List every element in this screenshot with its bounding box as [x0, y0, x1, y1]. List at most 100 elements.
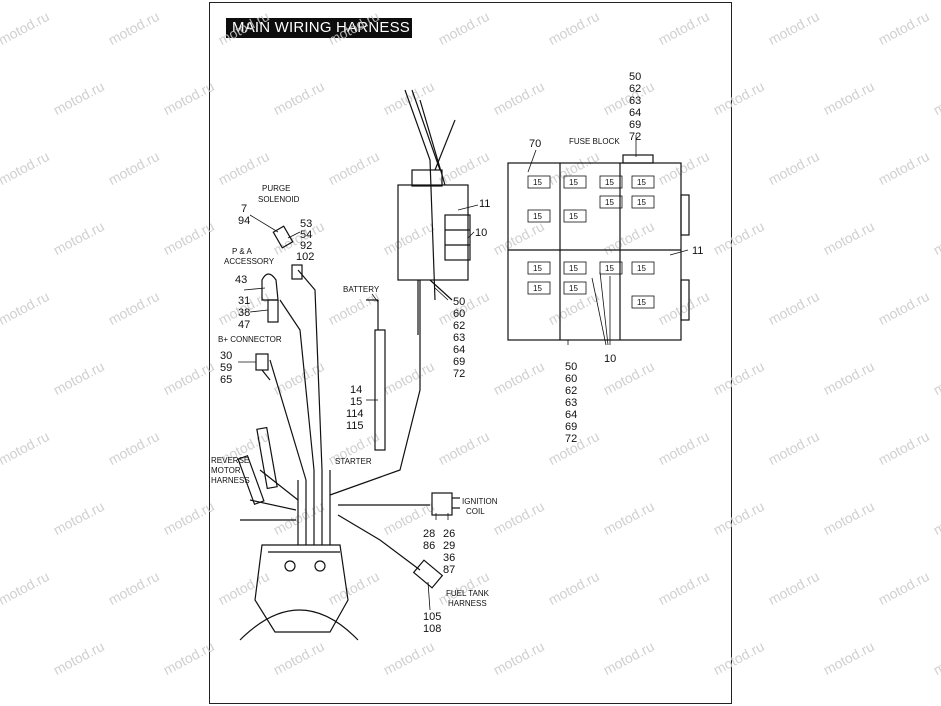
callout-31: 31: [238, 295, 250, 307]
callout-53: 53: [300, 218, 312, 230]
fuel-tank-label-2: HARNESS: [448, 599, 487, 608]
callout-59: 59: [220, 362, 232, 374]
callout-43: 43: [235, 274, 247, 286]
callout-relay-60: 60: [453, 308, 465, 320]
callout-36: 36: [443, 552, 455, 564]
pa-accessory-label-1: P & A: [232, 247, 253, 256]
fuse-slot: [527, 261, 551, 275]
fuse-slot: [631, 175, 655, 189]
callout-fuse-62: 62: [629, 83, 641, 95]
callout-bottom-60: 60: [565, 373, 577, 385]
fuse-slot: [527, 175, 551, 189]
diagram-frame: [209, 2, 732, 704]
callout-relay-62: 62: [453, 320, 465, 332]
fuel-tank-label-1: FUEL TANK: [446, 589, 490, 598]
callout-114: 114: [346, 408, 364, 420]
callout-bottom-50: 50: [565, 361, 577, 373]
fuse-rating: 15: [637, 298, 646, 307]
callout-fuse-63: 63: [629, 95, 641, 107]
diagram-title: MAIN WIRING HARNESS: [226, 18, 412, 38]
battery-label: BATTERY: [343, 285, 380, 294]
fuse-rating: 15: [637, 198, 646, 207]
fuse-slot: [599, 195, 623, 209]
callout-bottom-69: 69: [565, 421, 577, 433]
purge-solenoid-label-2: SOLENOID: [258, 195, 300, 204]
fuse-rating: 15: [533, 284, 542, 293]
reverse-motor-label-1: REVERSE: [211, 456, 249, 465]
reverse-motor-label-2: MOTOR: [211, 466, 241, 475]
callout-65: 65: [220, 374, 232, 386]
callout-86: 86: [423, 540, 435, 552]
b-connector-label: B+ CONNECTOR: [218, 335, 282, 344]
fuse-rating: 15: [533, 178, 542, 187]
fuse-rating: 15: [569, 178, 578, 187]
relay-block: [397, 184, 469, 281]
callout-relay-63: 63: [453, 332, 465, 344]
callout-14: 14: [350, 384, 362, 396]
pa-accessory-label-2: ACCESSORY: [224, 257, 275, 266]
fuse-rating: 15: [637, 264, 646, 273]
fuse-slot: [527, 209, 551, 223]
fuse-slot: [631, 195, 655, 209]
callout-relay-64: 64: [453, 344, 465, 356]
fuse-block: [507, 162, 682, 341]
starter-cable: [329, 280, 421, 496]
fuse-rating: 15: [533, 212, 542, 221]
fuse-slot: [631, 261, 655, 275]
callout-29: 29: [443, 540, 455, 552]
callout-relay-10: 10: [475, 227, 487, 239]
callout-fuse-10: 10: [604, 353, 616, 365]
callout-26: 26: [443, 528, 455, 540]
fuse-slot: [599, 175, 623, 189]
callout-28: 28: [423, 528, 435, 540]
purge-solenoid: [272, 225, 294, 249]
callout-30: 30: [220, 350, 232, 362]
fuse-slot: [563, 281, 587, 295]
fuel-tank-connector: [412, 559, 444, 589]
b-plus-connector: [255, 353, 269, 371]
fuse-slot: [563, 209, 587, 223]
callout-fuse-50: 50: [629, 71, 641, 83]
callout-115: 115: [346, 420, 364, 432]
fuse-rating: 15: [569, 212, 578, 221]
callout-47: 47: [238, 319, 250, 331]
starter-label: STARTER: [335, 457, 372, 466]
fuse-block-label: FUSE BLOCK: [569, 137, 620, 146]
fuse-rating: 15: [533, 264, 542, 273]
callout-fuse-72: 72: [629, 131, 641, 143]
callout-bottom-64: 64: [565, 409, 577, 421]
callout-54: 54: [300, 229, 312, 241]
callout-relay-11: 11: [479, 198, 490, 210]
callout-108: 108: [423, 623, 441, 635]
callout-bottom-72: 72: [565, 433, 577, 445]
callout-relay-69: 69: [453, 356, 465, 368]
callout-fuse-70: 70: [529, 138, 541, 150]
main-harness-trunk: [297, 470, 331, 545]
callout-7: 7: [241, 203, 247, 215]
callout-bottom-63: 63: [565, 397, 577, 409]
fuse-rating: 15: [569, 284, 578, 293]
fuse-rating: 15: [637, 178, 646, 187]
callout-bottom-62: 62: [565, 385, 577, 397]
callout-87: 87: [443, 564, 455, 576]
fuse-rating: 15: [605, 264, 614, 273]
fuse-rating: 15: [569, 264, 578, 273]
chassis-outline: [254, 544, 349, 633]
callout-94: 94: [238, 215, 250, 227]
callout-relay-72: 72: [453, 368, 465, 380]
fuse-slot: [631, 295, 655, 309]
ignition-coil-connector: [431, 492, 453, 516]
pa-accessory-connector: [261, 273, 279, 301]
purge-solenoid-label-1: PURGE: [262, 184, 290, 193]
callout-15: 15: [350, 396, 362, 408]
ignition-coil-label-2: COIL: [466, 507, 485, 516]
fuse-slot: [563, 175, 587, 189]
fuse-rating: 15: [605, 178, 614, 187]
ignition-coil-label-1: IGNITION: [462, 497, 498, 506]
callout-92: 92: [300, 240, 312, 252]
callout-105: 105: [423, 611, 441, 623]
callout-102: 102: [296, 251, 314, 263]
callout-fuse-69: 69: [629, 119, 641, 131]
